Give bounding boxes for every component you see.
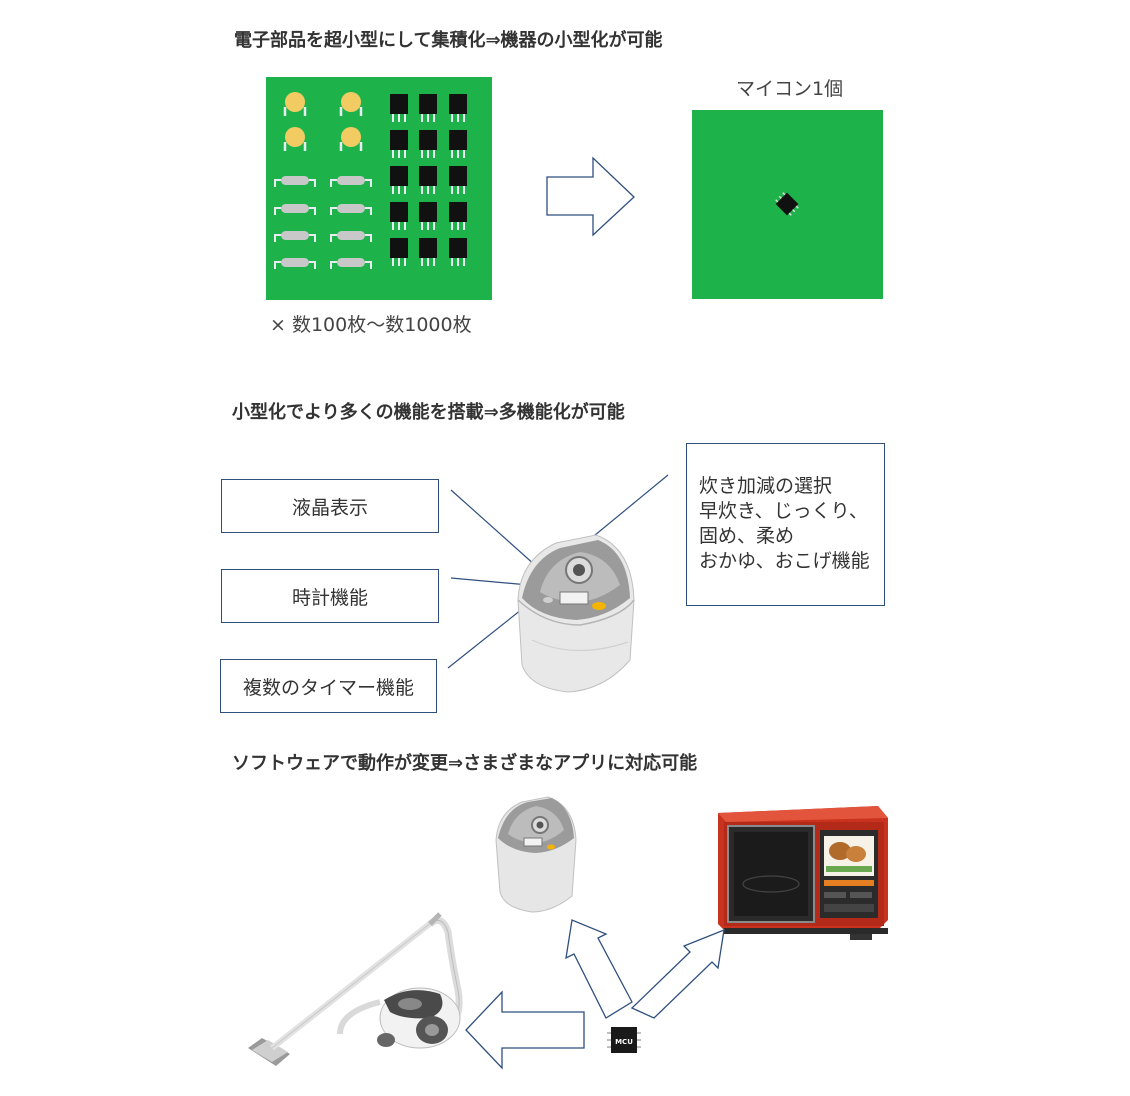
vacuum-cleaner-illustration: [248, 912, 463, 1066]
note-line: 早炊き、じっくり、: [699, 500, 868, 522]
arrow-to-vacuum: [465, 990, 585, 1070]
rice-cooker-illustration: [517, 534, 635, 693]
section1-heading: 電子部品を超小型にして集積化⇒機器の小型化が可能: [234, 30, 663, 51]
right-arrow: [546, 156, 635, 237]
mcu-caption: マイコン1個: [736, 78, 844, 100]
cooking-options-box: 炊き加減の選択 早炊き、じっくり、 固め、柔め おかゆ、おこげ機能: [686, 443, 885, 606]
arrow-to-microwave: [630, 928, 725, 1019]
microwave-oven-illustration: [718, 806, 888, 940]
board-caption: × 数100枚〜数1000枚: [270, 314, 472, 336]
note-line: おかゆ、おこげ機能: [699, 550, 870, 572]
note-line: 固め、柔め: [699, 525, 795, 547]
rice-cooker-small: [495, 796, 577, 913]
section3-heading: ソフトウェアで動作が変更⇒さまざまなアプリに対応可能: [232, 753, 698, 774]
mcu-chip-label: MCU: [615, 1038, 633, 1046]
mcu-chip-small: MCU: [607, 1027, 641, 1053]
arrow-to-rice-cooker: [565, 919, 633, 1019]
label-timer-function: 複数のタイマー機能: [220, 659, 437, 713]
label-lcd-display: 液晶表示: [221, 479, 439, 533]
label-clock-function: 時計機能: [221, 569, 439, 623]
section2-heading: 小型化でより多くの機能を搭載⇒多機能化が可能: [232, 402, 625, 423]
note-line: 炊き加減の選択: [699, 475, 833, 497]
